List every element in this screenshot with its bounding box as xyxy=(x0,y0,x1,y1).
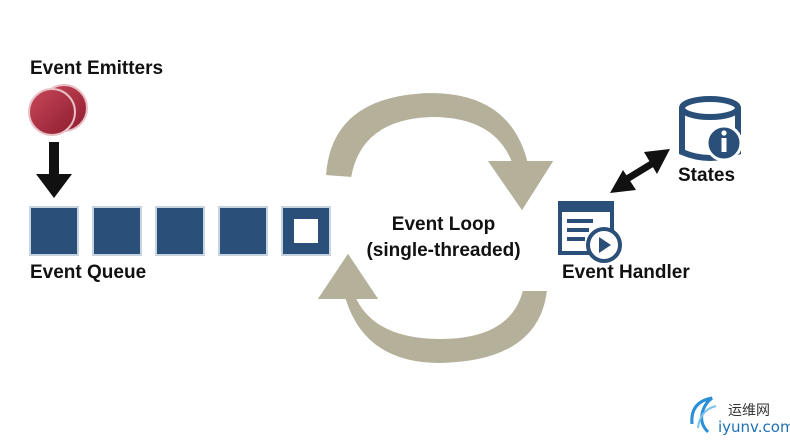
queue-slot-active xyxy=(281,206,331,256)
event-loop-subtitle: (single-threaded) xyxy=(366,240,521,261)
queue-slot-2 xyxy=(92,206,142,256)
event-queue xyxy=(29,206,331,256)
database-info-icon xyxy=(679,96,743,162)
emitter-circles-icon xyxy=(28,84,88,136)
queue-slot-1 xyxy=(29,206,79,256)
event-queue-label: Event Queue xyxy=(30,262,147,283)
document-play-icon xyxy=(558,201,622,263)
event-emitters-label: Event Emitters xyxy=(30,58,164,79)
watermark-en: iyunv.com xyxy=(718,418,790,436)
queue-slot-4 xyxy=(218,206,268,256)
event-loop-title: Event Loop xyxy=(391,214,496,235)
watermark-cn: 运维网 xyxy=(728,403,770,419)
loop-arrow-top-icon xyxy=(323,90,557,214)
emitter-to-queue-arrow-icon xyxy=(36,142,72,198)
event-handler-label: Event Handler xyxy=(562,262,690,283)
watermark-logo-icon xyxy=(690,396,717,434)
loop-arrow-bottom-icon xyxy=(314,250,550,366)
queue-slot-3 xyxy=(155,206,205,256)
event-loop-label: Event Loop (single-threaded) xyxy=(356,212,531,264)
handler-states-double-arrow-icon xyxy=(610,149,670,193)
states-label: States xyxy=(678,165,736,186)
